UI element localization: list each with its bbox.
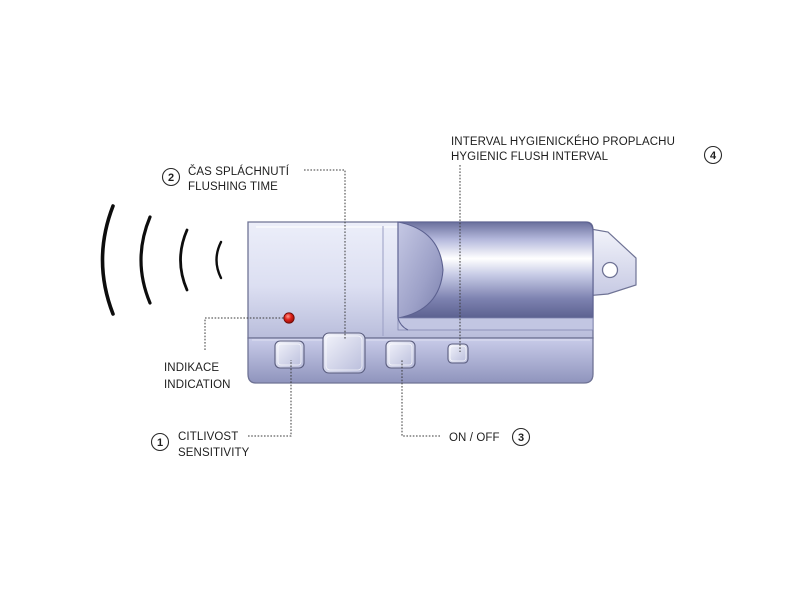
label-hygienic-flush-en: HYGIENIC FLUSH INTERVAL [451,151,609,163]
callout-number-circle [161,167,181,187]
sensitivity-button[interactable] [274,340,305,369]
leader-sensitivity [248,360,292,437]
callout-number: 3 [518,432,524,444]
callout-on-off: ON / OFF 3 [449,427,531,447]
signal-wave-3 [139,215,152,305]
leader-indication [204,317,284,350]
indication-led [283,312,295,324]
leader-flushing-time [304,169,346,340]
callout-number-circle [150,432,170,452]
flushing-time-button[interactable] [322,332,366,374]
callout-number-circle [511,427,531,447]
label-hygienic-flush-cz: INTERVAL HYGIENICKÉHO PROPLACHU [451,135,675,148]
callout-indication: INDIKACE INDICATION [164,362,231,391]
callout-hygienic-flush: INTERVAL HYGIENICKÉHO PROPLACHU HYGIENIC… [451,135,723,165]
callout-flushing-time: 2 ČAS SPLÁCHNUTÍ FLUSHING TIME [161,165,290,193]
mounting-hole [601,261,619,279]
signal-wave-2 [179,228,189,292]
callout-sensitivity: 1 CITLIVOST SENSITIVITY [150,431,250,459]
callout-number: 1 [157,437,163,449]
callout-number-circle [703,145,723,165]
label-indication-en: INDICATION [164,379,231,391]
signal-wave-inner [215,240,223,280]
label-sensitivity-cz: CITLIVOST [178,431,238,443]
label-flushing-time-cz: ČAS SPLÁCHNUTÍ [188,165,290,178]
callout-number: 2 [168,172,174,184]
signal-waves-icon [100,204,223,316]
signal-wave-outer [100,204,115,316]
hygienic-flush-button[interactable] [447,343,469,364]
label-sensitivity-en: SENSITIVITY [178,447,250,459]
label-on-off: ON / OFF [449,432,500,444]
cylinder-end-cap [397,221,444,319]
leader-lines [204,165,461,437]
on-off-button[interactable] [385,340,416,369]
battery-cylinder [397,221,594,331]
label-indication-cz: INDIKACE [164,362,219,374]
callout-number: 4 [710,150,717,162]
label-flushing-time-en: FLUSHING TIME [188,181,278,193]
